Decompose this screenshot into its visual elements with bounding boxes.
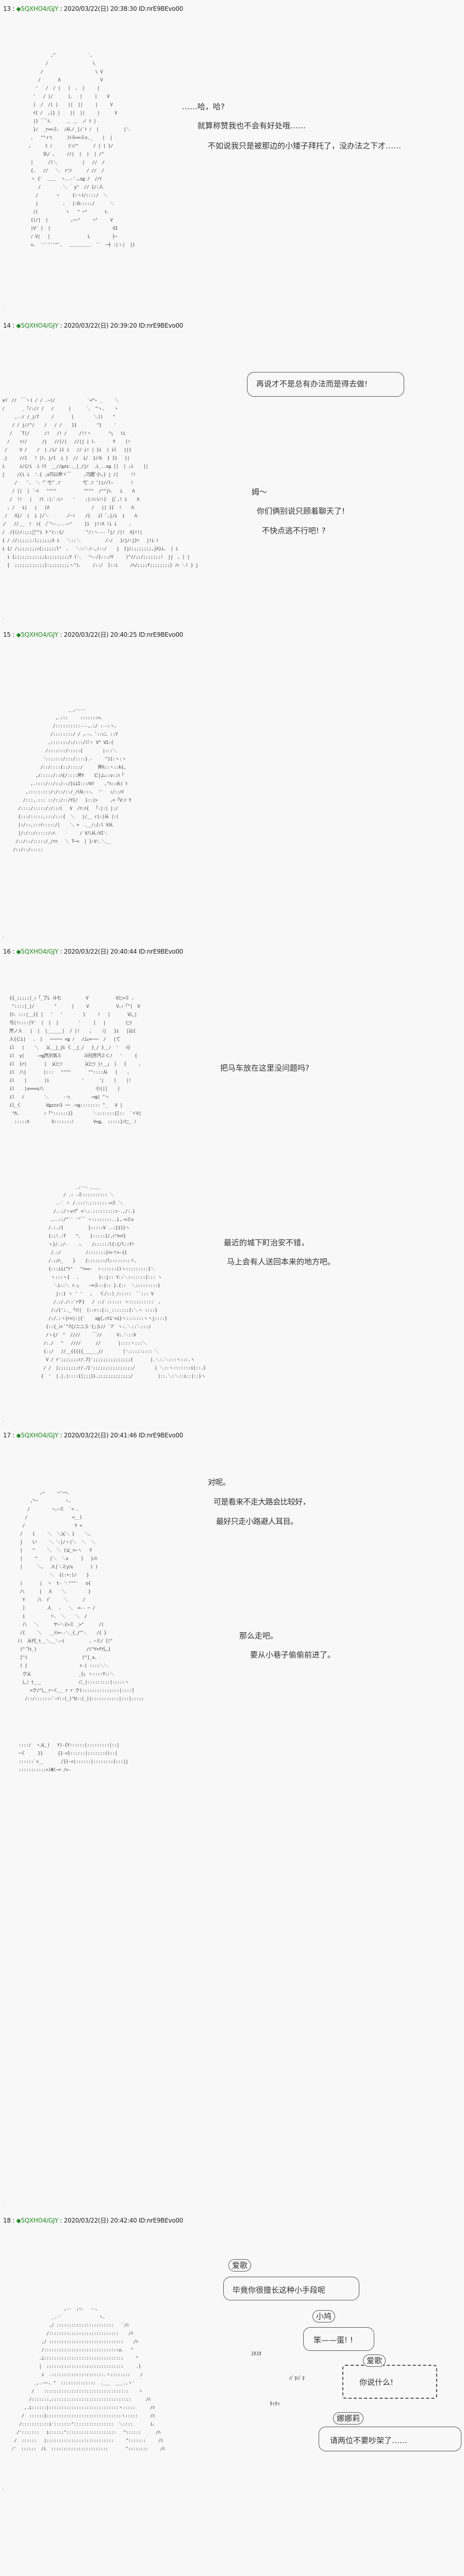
post-meta: : 2020/03/22(日) 20:41:46 ID:nrE9BEvo00: [58, 1432, 184, 1439]
post-meta: : 2020/03/22(日) 20:42:40 ID:nrE9BEvo00: [58, 2217, 184, 2224]
dialogue-line: 你说什么!: [359, 2378, 394, 2387]
separator-dot: [3, 619, 4, 620]
sound-effect: ﾀｯﾀｯ: [270, 2401, 280, 2407]
ascii-art-figure: _,--、____ / .: -ミ:::::::::: ＼ .-` ヽ /.::…: [41, 1184, 206, 1379]
dialogue-line: 对呢。: [208, 1478, 230, 1487]
separator-dot: [3, 309, 4, 310]
separator: :: [10, 631, 16, 638]
ascii-art-figure: vﾊﾞ // ￣ヽ( / / .~(/ `<^~ _ ＼ / _「/:// / …: [2, 398, 198, 568]
speech-bubble: [247, 372, 404, 397]
dialogue-line: 最好只走小路避人耳目。: [216, 1517, 298, 1526]
dialogue-line: ……哈，哈?: [182, 102, 225, 111]
separator: :: [10, 1432, 16, 1439]
post-meta: : 2020/03/22(日) 20:40:25 ID:nrE9BEvo00: [58, 631, 184, 638]
ascii-art-figure: __,---- ,.::: :::::::>、 /::::::::::---,.…: [13, 707, 310, 1526]
post-number: 14: [3, 322, 11, 329]
dialogue-line: 可是看来不走大路会比较好，: [213, 1497, 310, 1506]
post-number: 13: [3, 5, 11, 12]
post-header: 17 : ◆5QXHO4/GJY : 2020/03/22(日) 20:41:4…: [3, 1432, 183, 1439]
shout-bubble: [342, 2365, 437, 2399]
dialogue-line: 你们俩别说只顾着聊天了!: [257, 506, 345, 516]
dialogue-line: 就算称赞我也不会有好处哦……: [197, 121, 306, 130]
separator-dot: [3, 1420, 4, 1421]
tripcode: ◆5QXHO4/GJY: [16, 631, 58, 638]
dialogue-line: 姆～: [252, 487, 268, 497]
dialogue-line: 马上会有人送回本来的地方吧。: [227, 1257, 336, 1266]
speaker-name-tag: 爱歌: [228, 2259, 252, 2272]
post-header: 18 : ◆5QXHO4/GJY : 2020/03/22(日) 20:42:4…: [3, 2217, 183, 2224]
post-meta: : 2020/03/22(日) 20:40:44 ID:nrE9BEvo00: [58, 948, 184, 955]
post-header: 13 : ◆5QXHO4/GJY : 2020/03/22(日) 20:38:3…: [3, 5, 183, 12]
post-header: 14 : ◆5QXHO4/GJY : 2020/03/22(日) 20:39:2…: [3, 322, 183, 329]
dialogue-line: 笨——蛋! !: [313, 2335, 353, 2345]
tripcode: ◆5QXHO4/GJY: [16, 948, 58, 955]
separator-dot: [3, 2488, 4, 2489]
sound-effect: ﾊﾟﾀﾊﾟﾀ: [289, 2376, 305, 2382]
speaker-name-tag: 娜娜莉: [333, 2412, 364, 2425]
tripcode: ◆5QXHO4/GJY: [16, 1432, 58, 1439]
post-number: 15: [3, 631, 11, 638]
post-meta: : 2020/03/22(日) 20:39:20 ID:nrE9BEvo00: [58, 322, 184, 329]
dialogue-line: 把马车放在这里没问题吗?: [220, 1063, 309, 1073]
ascii-art-figure: ,-- ,─、 --、 _.-' ヽ、 ,/ :::::::::::::::::…: [11, 2307, 165, 2452]
dialogue-line: 最近的城下町治安不错，: [224, 1238, 309, 1247]
dialogue-line: 不如说我只是被那边的小矮子拜托了，没办法之下才……: [208, 141, 402, 150]
dialogue-line: 要从小巷子偷偷前进了。: [250, 1650, 336, 1659]
post-header: 16 : ◆5QXHO4/GJY : 2020/03/22(日) 20:40:4…: [3, 948, 183, 955]
speaker-name-tag: 爱歌: [363, 2354, 386, 2367]
speech-bubble: [303, 2327, 374, 2351]
post-number: 17: [3, 1432, 11, 1439]
post-meta: : 2020/03/22(日) 20:38:30 ID:nrE9BEvo00: [58, 5, 184, 12]
tripcode: ◆5QXHO4/GJY: [16, 322, 58, 329]
separator: :: [10, 322, 16, 329]
ascii-art-figure: ,─ ─'──、 ,"─ ヽ、 / ─,~ミ `< 、 / <__) / Y <…: [17, 1490, 144, 1702]
separator-dot: [3, 2205, 4, 2206]
post-number: 18: [3, 2217, 11, 2224]
bubble-text: 再说才不是总有办法而是得去做!: [256, 379, 368, 388]
post-number: 16: [3, 948, 11, 955]
dialogue-line: 那么走吧。: [239, 1631, 278, 1640]
tripcode: ◆5QXHO4/GJY: [16, 2217, 58, 2224]
sound-effect: ｽﾀｽﾀ: [251, 2351, 261, 2357]
separator: :: [10, 5, 16, 12]
dialogue-line: 毕竟你很擅长这种小手段呢: [233, 2285, 326, 2295]
speaker-name-tag: 小鸠: [312, 2310, 336, 2323]
separator: :: [10, 2217, 16, 2224]
dialogue-line: 不快点逃不行吧! ?: [262, 526, 326, 535]
speech-bubble: [319, 2427, 461, 2451]
ascii-art-figure: ::::/ ヽ乂_) Y)-{Y::::::|:::::::::|::| ─く …: [19, 1743, 128, 1773]
separator: :: [10, 948, 16, 955]
post-header: 15 : ◆5QXHO4/GJY : 2020/03/22(日) 20:40:2…: [3, 631, 183, 638]
ascii-art-figure: ," `、 / \ / \ V / Λ V ' / / | | 、 | | ' …: [28, 53, 135, 248]
ascii-art-figure: {{_;;;;;|_ｨ「_了L 斗七 V V辷=ミ 、 "::::|_|/ " …: [9, 996, 143, 1125]
speech-bubble: [223, 2277, 359, 2300]
dialogue-line: 请两位不要吵架了……: [330, 2436, 408, 2445]
tripcode: ◆5QXHO4/GJY: [16, 5, 58, 12]
